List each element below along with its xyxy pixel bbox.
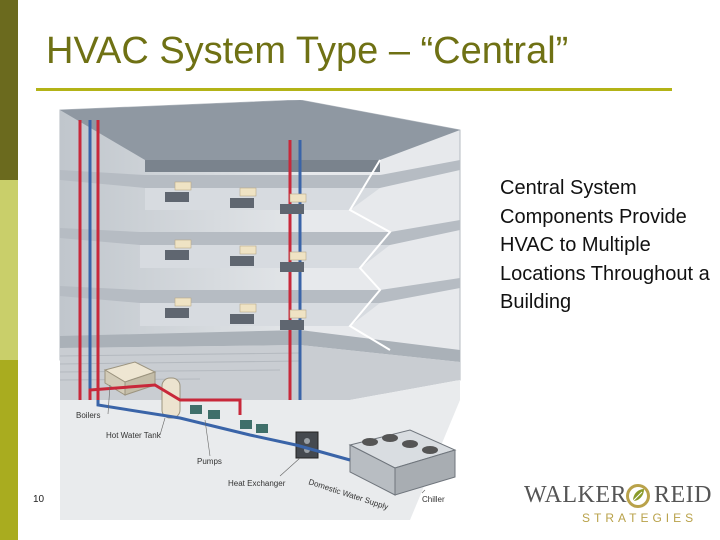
sidebar-stripe-bottom [0, 360, 18, 540]
logo-reid-text: REID [654, 482, 712, 508]
label-boilers: Boilers [76, 411, 100, 420]
label-hot-water-tank: Hot Water Tank [106, 431, 162, 440]
walker-reid-logo: WALKER REID STRATEGIES [520, 480, 715, 530]
logo-strategies-text: STRATEGIES [582, 511, 698, 525]
title-underline [36, 88, 672, 91]
label-heat-exchanger: Heat Exchanger [228, 479, 286, 488]
pumps-equipment [190, 405, 268, 433]
chiller-equipment [348, 429, 457, 496]
label-pumps: Pumps [197, 457, 222, 466]
ground-slab [60, 330, 460, 362]
slide-title: HVAC System Type – “Central” [46, 30, 569, 72]
logo-walker-text: WALKER [524, 482, 627, 508]
floor-2 [60, 220, 460, 268]
floor-3 [60, 278, 460, 326]
sidebar-stripe-top [0, 0, 18, 180]
boilers-equipment [103, 361, 157, 396]
sidebar-stripe-middle [0, 180, 18, 360]
label-chiller: Chiller [422, 495, 445, 504]
leaf-emblem-icon [626, 484, 650, 508]
central-hvac-building-diagram: Boilers Hot Water Tank Pumps Heat Exchan… [59, 100, 461, 520]
roof-slab [60, 100, 460, 160]
slide-number: 10 [33, 494, 45, 505]
floor-1 [60, 160, 460, 210]
basement-wall [60, 345, 460, 400]
slide-caption: Central System Components Provide HVAC t… [500, 177, 710, 313]
